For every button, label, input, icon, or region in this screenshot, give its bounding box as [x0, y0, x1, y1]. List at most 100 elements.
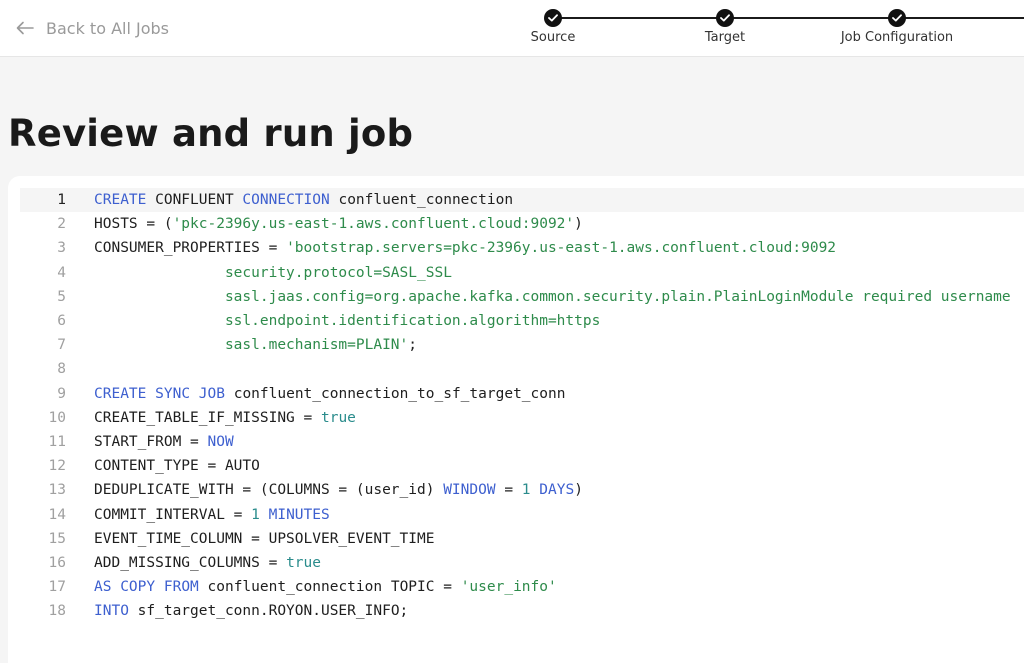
keyword-token: WINDOW	[443, 482, 496, 499]
code-token: )	[574, 216, 583, 233]
line-number: 3	[57, 240, 66, 257]
literal-token: 1	[251, 506, 260, 523]
sql-code-editor[interactable]: 1 CREATE CONFLUENT CONNECTION confluent_c…	[8, 176, 1024, 663]
check-icon	[888, 9, 906, 27]
code-text: sasl.mechanism=PLAIN';	[94, 333, 417, 357]
code-token: confluent_connection	[329, 192, 514, 208]
literal-token: true	[320, 409, 356, 426]
line-number: 1	[57, 192, 66, 208]
code-token	[155, 579, 164, 595]
code-token: CONSUMER_PROPERTIES =	[94, 240, 287, 257]
line-number: 6	[57, 313, 66, 329]
keyword-token: INTO	[94, 603, 129, 620]
code-token: DEDUPLICATE_WITH = (COLUMNS = (user_id)	[94, 482, 444, 499]
line-number: 15	[48, 530, 66, 547]
code-line[interactable]: 10 CREATE_TABLE_IF_MISSING = true	[20, 406, 1024, 430]
page-title: Review and run job	[8, 112, 414, 155]
code-line[interactable]: 4 security.protocol=SASL_SSL	[20, 261, 1024, 285]
code-token: CREATE_TABLE_IF_MISSING =	[94, 409, 321, 426]
line-number: 5	[57, 288, 66, 305]
code-line[interactable]: 15 EVENT_TIME_COLUMN = UPSOLVER_EVENT_TIM…	[20, 527, 1024, 551]
code-text: CREATE SYNC JOB confluent_connection_to_…	[94, 382, 565, 406]
code-line[interactable]: 8	[20, 357, 1024, 381]
line-number: 8	[57, 361, 66, 378]
line-number: 9	[57, 385, 66, 402]
code-text: INTO sf_target_conn.ROYON.USER_INFO;	[94, 599, 408, 623]
string-token: 'user_info'	[460, 579, 557, 596]
code-token	[111, 579, 120, 595]
code-token: confluent_connection_to_sf_target_conn	[224, 385, 566, 402]
code-token: sf_target_conn.ROYON.USER_INFO;	[128, 603, 409, 620]
back-to-all-jobs-link[interactable]: Back to All Jobs	[16, 16, 169, 40]
string-token: 'bootstrap.servers=pkc-2396y.us-east-1.a…	[286, 240, 837, 257]
check-icon	[544, 9, 562, 27]
code-line[interactable]: 7 sasl.mechanism=PLAIN';	[20, 333, 1024, 357]
code-token	[260, 507, 269, 523]
code-line[interactable]: 3 CONSUMER_PROPERTIES = 'bootstrap.server…	[20, 236, 1024, 260]
string-token: security.protocol=SASL_SSL	[94, 264, 452, 281]
code-line[interactable]: 12 CONTENT_TYPE = AUTO	[20, 454, 1024, 478]
line-number: 4	[57, 264, 66, 281]
keyword-token: CREATE	[94, 385, 147, 402]
code-token: confluent_connection TOPIC =	[198, 579, 461, 596]
code-token	[531, 482, 540, 498]
code-token: ;	[408, 337, 418, 354]
step-label: Job Configuration	[840, 30, 954, 45]
code-token: )	[574, 482, 583, 499]
step-label: Target	[704, 30, 746, 45]
code-text: ssl.endpoint.identification.algorithm=ht…	[94, 309, 600, 333]
keyword-token: MINUTES	[268, 506, 330, 523]
line-number: 2	[57, 216, 66, 233]
code-line[interactable]: 9 CREATE SYNC JOB confluent_connection_to…	[20, 382, 1024, 406]
step-target[interactable]: Target	[655, 9, 795, 45]
code-text: COMMIT_INTERVAL = 1 MINUTES	[94, 503, 330, 527]
code-text: sasl.jaas.config=org.apache.kafka.common…	[94, 285, 1011, 309]
keyword-token: NOW	[207, 434, 234, 450]
code-text: CREATE CONFLUENT CONNECTION confluent_co…	[94, 188, 513, 212]
keyword-token: DAYS	[539, 482, 575, 499]
code-token: CONTENT_TYPE = AUTO	[94, 458, 260, 475]
code-line[interactable]: 13 DEDUPLICATE_WITH = (COLUMNS = (user_id…	[20, 478, 1024, 502]
code-token: CONFLUENT	[146, 192, 243, 208]
keyword-token: FROM	[163, 579, 199, 596]
keyword-token: SYNC	[155, 385, 191, 402]
line-number: 10	[48, 409, 66, 426]
code-token	[190, 386, 199, 402]
code-text: CONTENT_TYPE = AUTO	[94, 454, 260, 478]
line-number: 11	[48, 434, 66, 450]
code-line[interactable]: 5 sasl.jaas.config=org.apache.kafka.comm…	[20, 285, 1024, 309]
step-source[interactable]: Source	[483, 9, 623, 45]
line-number: 7	[57, 337, 66, 354]
keyword-token: JOB	[198, 385, 225, 402]
step-label: Source	[530, 30, 576, 45]
step-job-configuration[interactable]: Job Configuration	[827, 9, 967, 45]
arrow-left-icon	[16, 21, 34, 35]
code-text: ADD_MISSING_COLUMNS = true	[94, 551, 321, 575]
code-line[interactable]: 1 CREATE CONFLUENT CONNECTION confluent_c…	[20, 188, 1024, 212]
check-icon	[716, 9, 734, 27]
code-line[interactable]: 16 ADD_MISSING_COLUMNS = true	[20, 551, 1024, 575]
keyword-token: COPY	[120, 579, 156, 596]
line-number: 12	[48, 458, 66, 475]
code-text: CREATE_TABLE_IF_MISSING = true	[94, 406, 356, 430]
code-token: HOSTS = (	[94, 216, 173, 233]
code-text: DEDUPLICATE_WITH = (COLUMNS = (user_id) …	[94, 478, 583, 502]
code-text: EVENT_TIME_COLUMN = UPSOLVER_EVENT_TIME	[94, 527, 434, 551]
code-line[interactable]: 6 ssl.endpoint.identification.algorithm=…	[20, 309, 1024, 333]
line-number: 13	[48, 482, 66, 499]
job-stepper: Source Target Job Configuration	[0, 0, 1024, 57]
line-number: 17	[48, 579, 66, 596]
literal-token: true	[286, 555, 321, 571]
line-number: 16	[48, 555, 66, 571]
keyword-token: AS	[94, 579, 112, 596]
code-token	[146, 386, 155, 402]
code-text: CONSUMER_PROPERTIES = 'bootstrap.servers…	[94, 236, 836, 260]
code-token: =	[495, 482, 522, 499]
keyword-token: CREATE	[94, 192, 147, 208]
string-token: sasl.mechanism=PLAIN'	[94, 337, 409, 354]
code-line[interactable]: 17 AS COPY FROM confluent_connection TOPI…	[20, 575, 1024, 599]
